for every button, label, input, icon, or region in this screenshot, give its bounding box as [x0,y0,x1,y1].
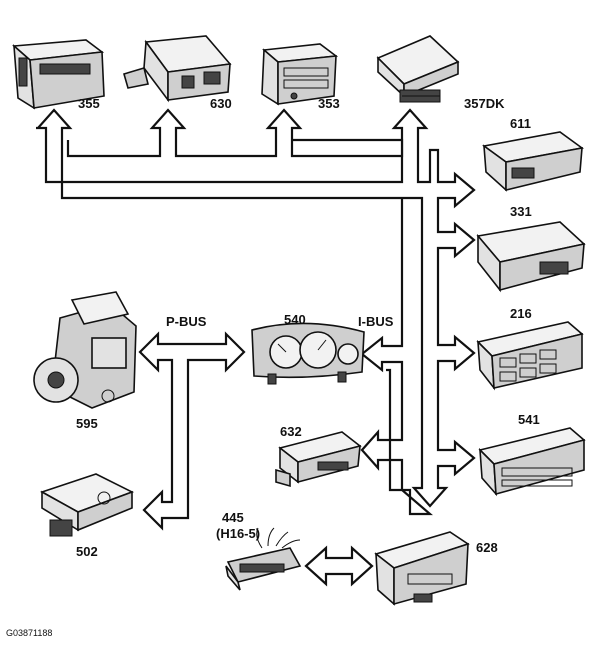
module-331-drawing [476,221,586,293]
label-445-sub: (H16-5) [216,526,260,541]
label-355: 355 [78,96,100,111]
module-445-drawing [225,527,302,591]
p-bus-label: P-BUS [166,314,207,329]
label-630: 630 [210,96,232,111]
i-bus-to-540 [360,198,433,516]
diagnostic-link-arrow [304,545,374,587]
label-445: 445 [222,510,244,525]
module-595-drawing [33,291,137,409]
i-bus-top-band [66,108,404,158]
i-bus-network [36,108,476,516]
figure-code: G03871188 [6,628,52,638]
label-357dk: 357DK [464,96,505,111]
label-595: 595 [76,416,98,431]
p-bus-line [138,331,246,531]
module-502-drawing [40,473,135,537]
label-502: 502 [76,544,98,559]
label-628: 628 [476,540,498,555]
module-540-drawing [251,322,365,385]
label-331: 331 [510,204,532,219]
module-628-drawing [374,531,470,606]
label-540: 540 [284,312,306,327]
i-bus-main-line [36,108,476,508]
module-541-drawing [478,427,586,497]
label-611: 611 [510,116,531,131]
label-632: 632 [280,424,302,439]
module-630-drawing [123,35,232,103]
label-541: 541 [518,412,540,427]
module-632-drawing [275,431,362,488]
module-611-drawing [482,131,584,192]
module-355-drawing [12,39,105,110]
i-bus-label: I-BUS [358,314,394,329]
module-357dk-drawing [376,35,460,103]
label-353: 353 [318,96,340,111]
module-216-drawing [476,321,584,391]
module-353-drawing [261,43,339,106]
label-216: 216 [510,306,532,321]
p-bus-network [138,331,246,531]
